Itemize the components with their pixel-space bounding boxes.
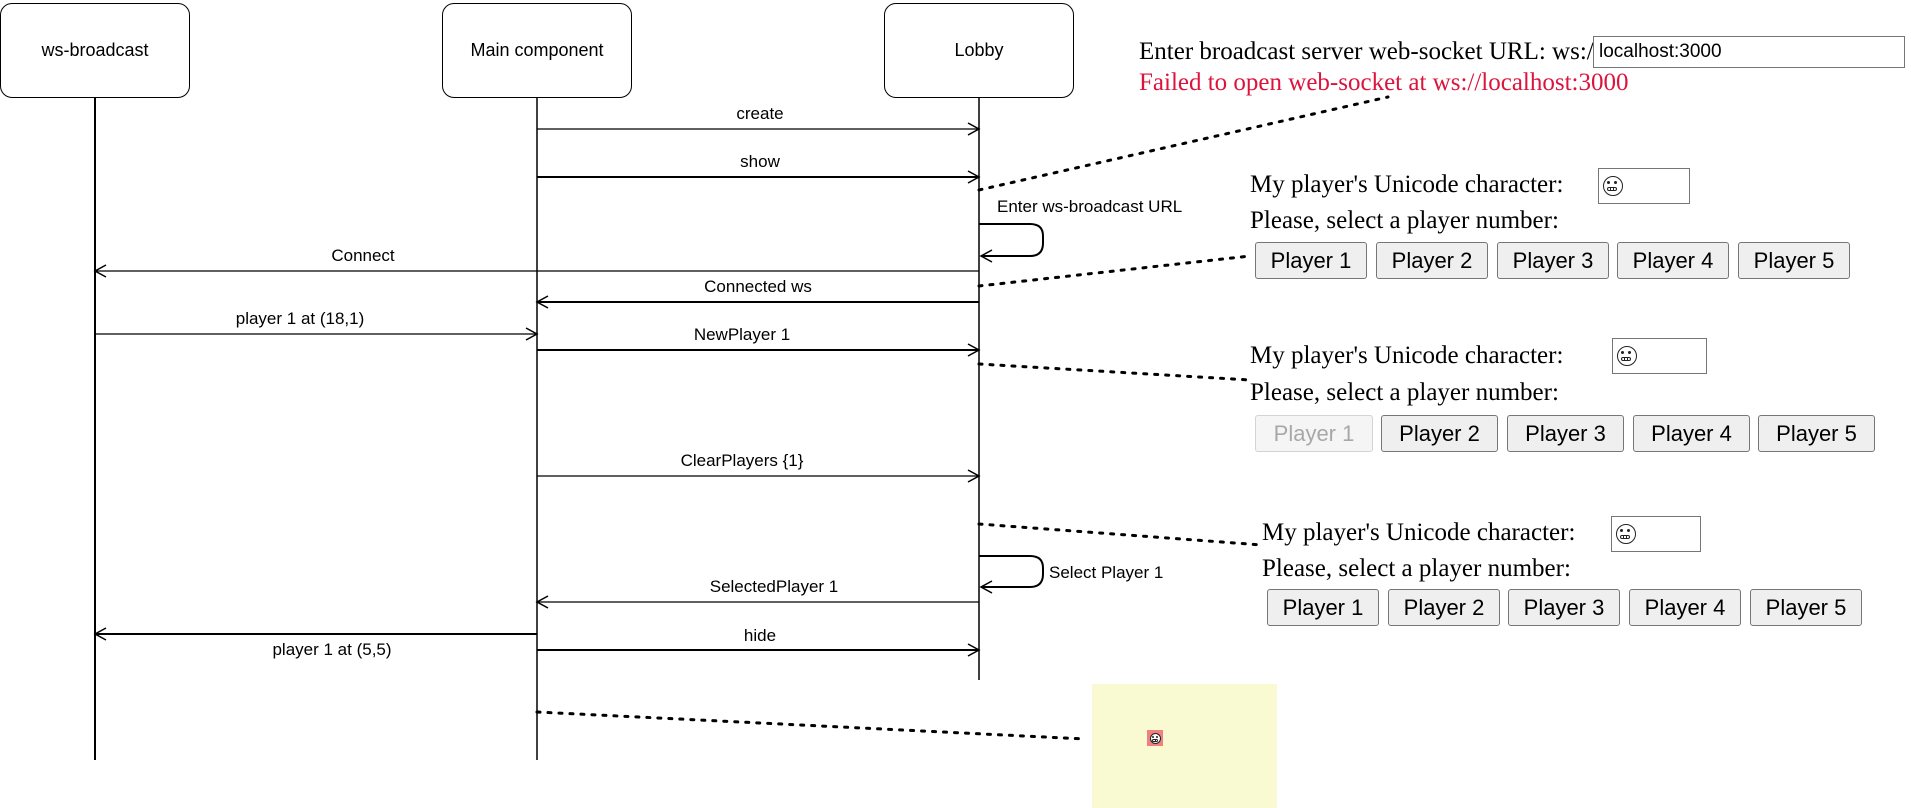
msg-label-player-18-1: player 1 at (18,1) [235, 309, 365, 328]
char-input-3[interactable] [1611, 516, 1701, 552]
player-4-button[interactable]: Player 4 [1629, 589, 1741, 626]
participant-main-component: Main component [442, 3, 632, 98]
arrow-select-player-self [979, 555, 1044, 594]
msg-label-clearplayers: ClearPlayers {1} [680, 451, 804, 470]
msg-label-create: create [736, 104, 784, 123]
grimacing-face-icon [1617, 346, 1637, 366]
grimacing-face-icon [1616, 524, 1636, 544]
player-2-button[interactable]: Player 2 [1376, 242, 1488, 279]
connection-error-message: Failed to open web-socket at ws://localh… [1139, 69, 1629, 96]
participant-label: Lobby [954, 40, 1004, 60]
player-3-button[interactable]: Player 3 [1508, 589, 1620, 626]
player-3-button[interactable]: Player 3 [1507, 415, 1624, 452]
player-3-button[interactable]: Player 3 [1497, 242, 1609, 279]
player-tile [1147, 730, 1163, 746]
grimacing-face-icon [1603, 176, 1623, 196]
ws-url-input[interactable] [1593, 36, 1905, 68]
participant-label: ws-broadcast [41, 40, 149, 60]
msg-label-player-5-5: player 1 at (5,5) [272, 640, 392, 659]
player-5-button[interactable]: Player 5 [1750, 589, 1862, 626]
dotted-connector-1 [977, 95, 1390, 192]
msg-label-enter-url: Enter ws-broadcast URL [997, 197, 1183, 216]
dotted-connector-5 [535, 710, 1087, 741]
char-label-3: My player's Unicode character: [1262, 519, 1576, 546]
char-label-1: My player's Unicode character: [1250, 171, 1564, 198]
number-label-1: Please, select a player number: [1250, 207, 1559, 234]
url-prompt: Enter broadcast server web-socket URL: w… [1139, 38, 1601, 65]
number-label-3: Please, select a player number: [1262, 555, 1571, 582]
char-input-2[interactable] [1612, 338, 1707, 374]
grimacing-face-icon [1149, 732, 1161, 744]
msg-label-select-player: Select Player 1 [1049, 563, 1164, 582]
dotted-connector-4 [977, 522, 1264, 547]
number-label-2: Please, select a player number: [1250, 379, 1559, 406]
player-2-button[interactable]: Player 2 [1388, 589, 1500, 626]
player-1-button[interactable]: Player 1 [1267, 589, 1379, 626]
msg-label-connect: Connect [331, 246, 395, 265]
char-label-2: My player's Unicode character: [1250, 342, 1564, 369]
participant-label: Main component [470, 40, 604, 60]
msg-label-hide: hide [743, 626, 777, 645]
participant-lobby: Lobby [884, 3, 1074, 98]
player-4-button[interactable]: Player 4 [1617, 242, 1729, 279]
msg-label-show: show [740, 152, 780, 171]
player-4-button[interactable]: Player 4 [1633, 415, 1750, 452]
player-1-button-disabled: Player 1 [1255, 415, 1373, 452]
player-5-button[interactable]: Player 5 [1738, 242, 1850, 279]
char-input-1[interactable] [1598, 168, 1690, 204]
msg-label-selectedplayer: SelectedPlayer 1 [709, 577, 839, 596]
msg-label-connected-ws: Connected ws [704, 277, 812, 296]
player-1-button[interactable]: Player 1 [1255, 242, 1367, 279]
msg-label-newplayer: NewPlayer 1 [693, 325, 791, 344]
player-2-button[interactable]: Player 2 [1381, 415, 1498, 452]
dotted-connector-2 [977, 254, 1252, 288]
arrow-enter-url-self [979, 223, 1044, 263]
player-5-button[interactable]: Player 5 [1758, 415, 1875, 452]
dotted-connector-3 [977, 362, 1252, 382]
game-board [1092, 684, 1277, 808]
participant-ws-broadcast: ws-broadcast [0, 3, 190, 98]
